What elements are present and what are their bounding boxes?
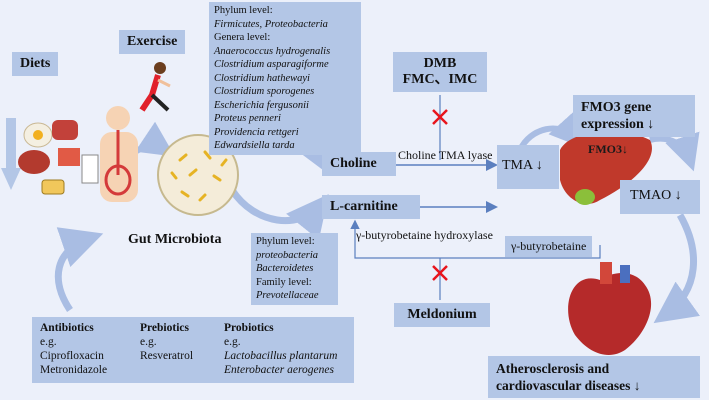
meldonium-block-x xyxy=(432,265,448,281)
tmao-label: TMAO ↓ xyxy=(630,188,682,203)
heart-illustration xyxy=(568,262,652,355)
prebiotics-column: Prebiotics e.g. Resveratrol xyxy=(140,321,193,363)
genus-item: Providencia rettgeri xyxy=(214,126,299,138)
down-arrow-shaft xyxy=(6,118,16,168)
microbe-list-top: Phylum level: Firmicutes, Proteobacteria… xyxy=(209,2,361,155)
antibiotic-item: Ciprofloxacin xyxy=(40,350,104,362)
outcome-line2: cardiovascular diseases ↓ xyxy=(496,378,641,393)
treatments-box: Antibiotics e.g. Ciprofloxacin Metronida… xyxy=(32,317,354,383)
genus-item: Proteus penneri xyxy=(214,113,281,124)
tma-box xyxy=(497,145,559,189)
probiotic-item: Enterobacter aerogenes xyxy=(224,364,334,376)
phylum-items: Firmicutes, Proteobacteria xyxy=(214,18,328,30)
genera-level-label: Genera level: xyxy=(214,32,271,43)
outcome-line1: Atherosclerosis and xyxy=(496,361,610,376)
prebiotics-eg: e.g. xyxy=(140,336,157,348)
dmb-line1: DMB xyxy=(423,56,457,71)
liver-illustration xyxy=(560,131,652,205)
probiotics-column: Probiotics e.g. Lactobacillus plantarum … xyxy=(224,321,337,377)
fmo3-gene-box: FMO3 gene expression ↓ xyxy=(573,95,695,137)
gut-microbiota-label: Gut Microbiota xyxy=(128,232,222,247)
human-body-illustration xyxy=(100,106,138,202)
probiotics-title: Probiotics xyxy=(224,322,274,334)
fmo3-gene-line1: FMO3 gene xyxy=(581,100,652,115)
antibiotics-column: Antibiotics e.g. Ciprofloxacin Metronida… xyxy=(40,321,107,377)
diets-label: Diets xyxy=(12,52,59,76)
gamma-butyrobetaine-box: γ-butyrobetaine xyxy=(505,236,593,257)
choline-box: Choline xyxy=(322,152,396,176)
prebiotics-title: Prebiotics xyxy=(140,322,189,334)
dmb-block-x xyxy=(432,109,448,125)
tmao-to-heart-arrow xyxy=(653,213,700,324)
genus-item: Clostridium sporogenes xyxy=(214,86,315,97)
antibiotics-title: Antibiotics xyxy=(40,322,94,334)
phylum-level-label: Phylum level: xyxy=(214,5,273,16)
fmo3-label: FMO3↓ xyxy=(588,142,628,156)
genus-item: Clostridium asparagiforme xyxy=(214,59,329,70)
probiotic-item: Lactobacillus plantarum xyxy=(224,350,338,362)
l-carnitine-box: L-carnitine xyxy=(322,195,420,219)
antibiotics-eg: e.g. xyxy=(40,336,57,348)
exercise-label: Exercise xyxy=(119,30,186,54)
probiotics-eg: e.g. xyxy=(224,336,241,348)
fmo3-gene-line2: expression ↓ xyxy=(581,117,655,132)
tmao-box xyxy=(620,180,700,214)
down-arrow-head xyxy=(1,168,21,190)
gamma-hydroxylase-label: γ-butyrobetaine hydroxylase xyxy=(356,228,493,242)
choline-tma-lyase-label: Choline TMA lyase xyxy=(398,148,493,162)
food-illustration xyxy=(18,120,99,195)
meldonium-box: Meldonium xyxy=(394,303,490,327)
outcome-box: Atherosclerosis and cardiovascular disea… xyxy=(488,356,700,398)
tma-to-liver-arrow xyxy=(517,110,587,152)
genus-item: Clostridium hathewayi xyxy=(214,72,310,84)
dmb-box: DMB FMC、IMC xyxy=(393,52,487,92)
genus-item: Anaerococcus hydrogenalis xyxy=(214,45,331,57)
antibiotic-item: Metronidazole xyxy=(40,364,108,376)
family-level-label: Family level: xyxy=(256,276,312,288)
prebiotic-item: Resveratrol xyxy=(140,350,194,362)
dmb-line2: FMC、IMC xyxy=(402,72,478,87)
treatment-to-microbiota-arrow xyxy=(54,227,104,312)
phylum-item: Bacteroidetes xyxy=(256,263,314,274)
genus-item: Escherichia fergusonii xyxy=(214,99,309,111)
phylum-item: proteobacteria xyxy=(256,249,319,261)
phylum-level-label: Phylum level: xyxy=(256,236,315,247)
gbb-to-carnitine-arrow xyxy=(350,219,601,259)
runner-illustration xyxy=(139,62,171,112)
genus-item: Edwardsiella tarda xyxy=(214,140,295,151)
microbiota-petri-dish xyxy=(157,134,239,216)
family-item: Prevotellaceae xyxy=(256,290,319,301)
tma-label: TMA ↓ xyxy=(502,158,543,173)
microbiota-to-carnitine-arrow xyxy=(229,187,329,240)
microbe-list-mid: Phylum level: proteobacteria Bacteroidet… xyxy=(251,233,338,305)
liver-to-tmao-arrow xyxy=(649,131,700,172)
